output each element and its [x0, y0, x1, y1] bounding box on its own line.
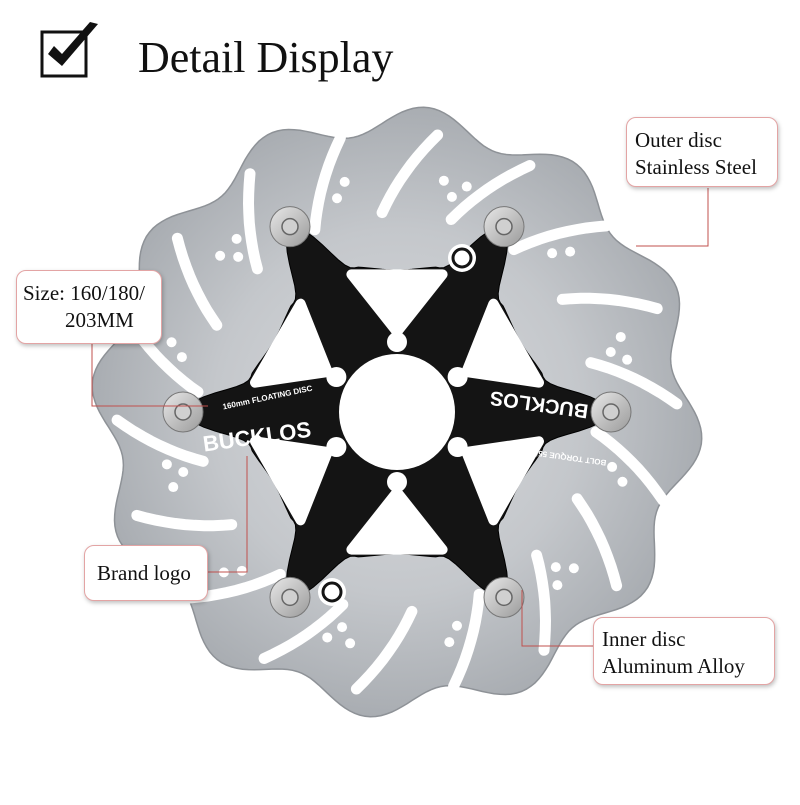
- rivet-center: [174, 403, 192, 421]
- vent-hole: [231, 233, 242, 244]
- callout-brand-line1: Brand logo: [97, 561, 191, 585]
- vent-hole: [236, 565, 247, 576]
- mount-bolt-hole: [326, 437, 347, 457]
- callout-outer-line1: Outer disc: [635, 128, 722, 152]
- callout-outer-disc: Outer disc Stainless Steel: [626, 117, 778, 187]
- mount-bolt-hole: [447, 437, 468, 457]
- vent-hole: [218, 567, 229, 578]
- vent-hole: [316, 183, 327, 194]
- vent-hole: [215, 250, 226, 261]
- vent-hole: [233, 251, 244, 262]
- cooling-slot: [350, 605, 418, 695]
- brand-roundel-ring: [451, 247, 473, 269]
- rivet-center: [602, 403, 620, 421]
- checkmark-in-box-icon: [40, 22, 98, 78]
- rivet-center: [281, 217, 299, 236]
- vent-hole: [322, 632, 333, 643]
- mount-bolt-hole: [387, 332, 407, 352]
- brand-roundel-ring: [321, 581, 343, 603]
- callout-outer-line2: Stainless Steel: [635, 155, 757, 179]
- vent-hole: [547, 248, 558, 259]
- vent-hole: [568, 563, 579, 574]
- vent-hole: [446, 191, 457, 202]
- rivet-center: [495, 588, 513, 607]
- vent-hole: [617, 476, 628, 487]
- vent-hole: [166, 337, 177, 348]
- cooling-slot: [242, 168, 263, 275]
- vent-hole: [444, 637, 455, 648]
- carrier-window: [461, 436, 545, 526]
- rivet-center: [495, 217, 513, 236]
- hub-opening: [339, 354, 455, 470]
- mount-bolt-hole: [447, 367, 468, 387]
- page-title: Detail Display: [138, 33, 394, 82]
- vent-hole: [623, 453, 634, 464]
- mount-bolt-hole: [326, 367, 347, 387]
- vent-hole: [160, 360, 171, 371]
- vent-hole: [176, 352, 187, 363]
- callout-inner-line2: Aluminum Alloy: [602, 654, 745, 678]
- vent-hole: [548, 230, 559, 241]
- vent-hole: [178, 466, 189, 477]
- callout-inner-line1: Inner disc: [602, 627, 686, 651]
- vent-hole: [168, 482, 179, 493]
- cooling-slot: [571, 493, 623, 592]
- vent-hole: [438, 175, 449, 186]
- cooling-slot: [376, 129, 444, 219]
- vent-hole: [337, 622, 348, 633]
- callout-size-line1: Size: 160/180/: [23, 281, 145, 305]
- vent-hole: [605, 347, 616, 358]
- vent-hole: [235, 583, 246, 594]
- cooling-slot: [556, 292, 663, 315]
- vent-hole: [622, 354, 633, 365]
- vent-hole: [332, 193, 343, 204]
- vent-hole: [607, 461, 618, 472]
- vent-hole: [345, 638, 356, 649]
- carrier-window: [249, 298, 333, 388]
- vent-hole: [339, 176, 350, 187]
- callout-inner-disc: Inner disc Aluminum Alloy: [593, 617, 775, 685]
- cooling-slot: [171, 232, 223, 331]
- mount-bolt-hole: [387, 472, 407, 492]
- carrier-window: [461, 298, 545, 388]
- callout-size-line2: 203MM: [65, 308, 134, 332]
- carrier-window: [249, 436, 333, 526]
- callout-size: Size: 160/180/ 203MM: [16, 270, 162, 344]
- carrier-window: [346, 487, 448, 555]
- cooling-slot: [445, 160, 536, 225]
- rivet-center: [281, 588, 299, 607]
- carrier-window: [346, 269, 448, 337]
- vent-hole: [550, 562, 561, 573]
- vent-hole: [552, 580, 563, 591]
- inner-disc-aluminum-carrier: [184, 227, 610, 597]
- cooling-slot: [258, 599, 349, 664]
- callout-brand-logo: Brand logo: [84, 545, 208, 601]
- vent-hole: [161, 459, 172, 470]
- vent-hole: [565, 246, 576, 257]
- vent-hole: [467, 630, 478, 641]
- vent-hole: [461, 181, 472, 192]
- vent-hole: [451, 620, 462, 631]
- vent-hole: [615, 331, 626, 342]
- header: Detail Display: [0, 0, 800, 100]
- rivets: [162, 206, 632, 618]
- cooling-slot: [111, 414, 209, 467]
- cooling-slot: [585, 357, 683, 410]
